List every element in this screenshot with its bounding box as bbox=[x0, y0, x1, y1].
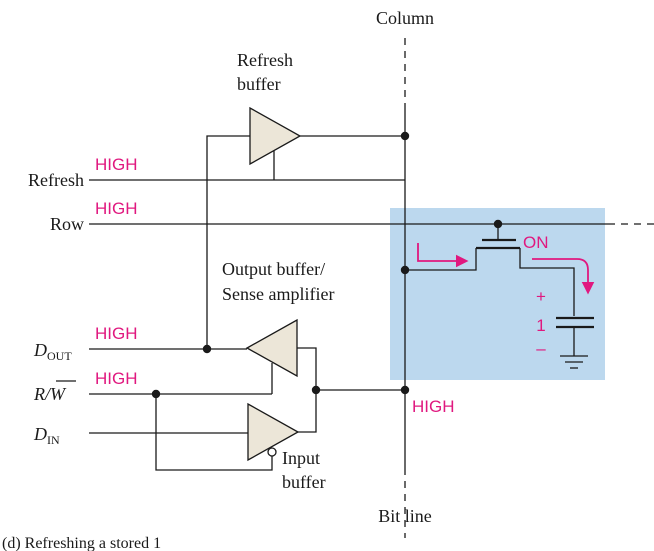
input-buffer bbox=[247, 402, 300, 462]
input-buffer-output-wire bbox=[298, 390, 317, 433]
rw-label: R/W bbox=[33, 384, 67, 404]
junction-dot bbox=[400, 265, 410, 275]
bit-line-high-label: HIGH bbox=[412, 397, 455, 416]
capacitor-minus-label: – bbox=[536, 339, 546, 358]
junction-dot bbox=[400, 385, 410, 395]
charge-flow-arrow-right bbox=[532, 258, 595, 295]
junction-dot bbox=[400, 131, 410, 141]
rw-to-input-buffer-wire bbox=[155, 394, 273, 471]
output-buffer-label-2: Sense amplifier bbox=[222, 284, 334, 304]
rw-high-label: HIGH bbox=[95, 369, 138, 388]
refresh-label: Refresh bbox=[28, 170, 84, 190]
charge-flow-arrow-left bbox=[417, 243, 469, 268]
refresh-buffer-input-wire bbox=[206, 135, 250, 349]
figure-caption: (d) Refreshing a stored 1 bbox=[2, 535, 161, 551]
transistor-state-label: ON bbox=[523, 233, 549, 252]
transistor-source-wire bbox=[519, 248, 575, 316]
input-buffer-label-1: Input bbox=[282, 448, 320, 468]
row-label: Row bbox=[50, 214, 84, 234]
capacitor-value-label: 1 bbox=[536, 316, 545, 335]
din-label: DIN bbox=[33, 424, 60, 447]
refresh-buffer bbox=[249, 106, 302, 166]
output-buffer-label-1: Output buffer/ bbox=[222, 259, 325, 279]
sense-amp-input-wire bbox=[297, 347, 317, 390]
dout-label: DOUT bbox=[33, 340, 72, 363]
column-label: Column bbox=[376, 8, 434, 28]
bit-line-label: Bit line bbox=[378, 506, 432, 526]
junction-dot bbox=[202, 344, 212, 354]
input-buffer-label-2: buffer bbox=[282, 472, 326, 492]
refresh-high-label: HIGH bbox=[95, 155, 138, 174]
dout-high-label: HIGH bbox=[95, 324, 138, 343]
capacitor-plus-label: + bbox=[536, 287, 546, 306]
refresh-buffer-label-1: Refresh bbox=[237, 50, 293, 70]
input-buffer-enable-bubble bbox=[267, 447, 277, 457]
refresh-buffer-label-2: buffer bbox=[237, 74, 281, 94]
row-high-label: HIGH bbox=[95, 199, 138, 218]
transistor-drain-wire bbox=[405, 248, 477, 271]
